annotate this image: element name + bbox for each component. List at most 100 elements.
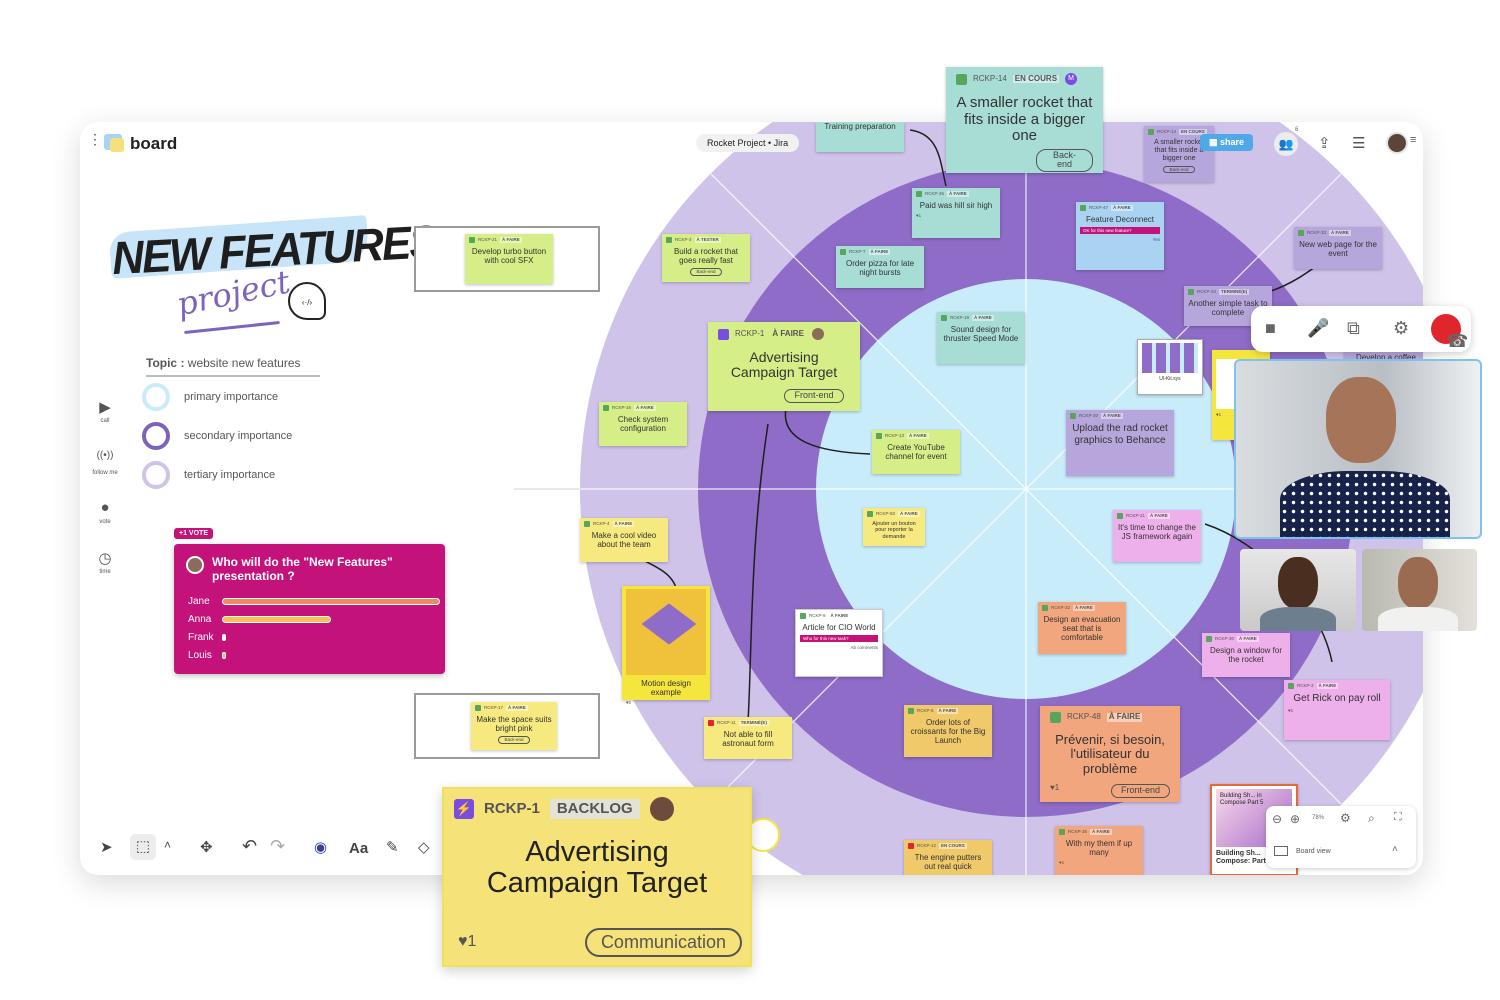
camera-icon[interactable]: ■ xyxy=(1265,318,1276,338)
jira-icon xyxy=(469,237,475,243)
legend-tertiary: tertiary importance xyxy=(142,461,275,489)
video-participant-3[interactable] xyxy=(1362,549,1477,631)
jira-icon xyxy=(800,613,806,619)
note-ui-kit[interactable]: UI-Kit.sys xyxy=(1137,339,1203,395)
zoom-in-button[interactable]: ⊕ xyxy=(1290,812,1301,826)
likes-count: ♥1 xyxy=(1216,412,1222,417)
redo-button[interactable]: ↷ xyxy=(270,836,286,856)
fullscreen-icon[interactable]: ⛶ xyxy=(1394,811,1402,823)
vote-yes[interactable]: Yes xyxy=(1152,237,1160,243)
note-motion-design[interactable]: Motion design example♥1 xyxy=(622,586,710,705)
app-name: board xyxy=(130,134,178,153)
avatar[interactable] xyxy=(1386,132,1408,154)
gear-icon[interactable]: ⚙ xyxy=(1340,811,1351,825)
pen-tool[interactable]: ✎ xyxy=(386,839,399,856)
note-training[interactable]: Training preparation xyxy=(816,122,904,152)
jira-icon xyxy=(1070,413,1076,419)
call-button[interactable]: ▶call xyxy=(90,398,120,424)
jira-icon xyxy=(1050,712,1061,723)
video-participant-2[interactable] xyxy=(1240,549,1356,631)
phone-icon: ☎ xyxy=(1446,331,1469,351)
settings-sliders-icon[interactable]: ☰ xyxy=(1352,135,1366,152)
isometric-screen xyxy=(641,603,697,645)
undo-button[interactable]: ↶ xyxy=(242,836,258,856)
vote-card[interactable]: Who will do the "New Features" presentat… xyxy=(174,544,445,674)
board-view-panel[interactable]: ⊖ ⊕ 78% ⚙ ⌕ ⛶ Board view ˄ xyxy=(1266,806,1416,868)
avatar: M xyxy=(1065,73,1078,85)
board-view-icon xyxy=(1274,846,1288,856)
chevron-up-icon[interactable]: ˄ xyxy=(1392,844,1398,855)
zoom-out-button[interactable]: ⊖ xyxy=(1272,812,1283,826)
participants-button[interactable]: 👥 xyxy=(1274,132,1298,156)
legend-label: tertiary importance xyxy=(184,469,276,481)
vote-bar xyxy=(222,634,226,641)
vote-option-frank[interactable]: Frank xyxy=(188,632,226,643)
color-picker[interactable]: ◉ xyxy=(314,839,328,856)
share-button[interactable]: ▦ share xyxy=(1200,134,1254,151)
jira-icon xyxy=(908,843,914,849)
status-badge: BACKLOG xyxy=(549,799,640,819)
category-pill[interactable]: Communication xyxy=(584,928,742,957)
move-tool[interactable]: ✥ xyxy=(200,839,213,856)
jira-icon xyxy=(475,705,481,711)
video-main-participant[interactable] xyxy=(1234,359,1482,539)
breadcrumb[interactable]: Rocket Project • Jira xyxy=(696,134,800,152)
chevron-up-icon[interactable]: ˄ xyxy=(164,838,172,852)
gear-icon[interactable]: ⚙ xyxy=(1393,318,1410,338)
jira-icon xyxy=(603,405,609,411)
head-icon: ‹·/› xyxy=(288,282,326,320)
app-menu-icon[interactable]: ⋮ xyxy=(88,131,102,147)
vote-option-louis[interactable]: Louis xyxy=(188,650,226,661)
vote-option-jane[interactable]: Jane xyxy=(188,596,440,607)
hang-up-button[interactable]: ☎ xyxy=(1431,314,1468,351)
upload-icon[interactable]: ⇪ xyxy=(1318,135,1331,152)
account-menu-icon[interactable]: ≡ xyxy=(1410,134,1417,146)
shape-tool[interactable]: ◇ xyxy=(418,839,430,856)
select-tool[interactable]: ➤ xyxy=(100,839,113,856)
vote-option-anna[interactable]: Anna xyxy=(188,614,331,625)
area-select-tool[interactable]: ⬚ xyxy=(130,834,156,860)
participant-shirt xyxy=(1378,607,1458,631)
screen-share-icon[interactable]: ⧉ xyxy=(1347,318,1360,338)
search-icon[interactable]: ⌕ xyxy=(1368,811,1375,825)
comment-bar[interactable]: OK for this new feature? xyxy=(1080,227,1160,235)
jira-icon xyxy=(941,315,947,321)
whiteboard-canvas[interactable]: ⋮ board Rocket Project • Jira NEW FEATUR… xyxy=(80,122,1423,875)
text-tool[interactable]: Aa xyxy=(349,840,369,857)
follow-me-button[interactable]: ((•))follow me xyxy=(90,450,120,476)
comment-bar[interactable]: Who for this new task? xyxy=(800,635,878,643)
microphone-icon[interactable]: 🎤 xyxy=(1307,318,1330,338)
vote-button[interactable]: ●vote xyxy=(90,499,120,525)
featured-note-advertising[interactable]: ⚡ RCKP-1 BACKLOG Advertising Campaign Ta… xyxy=(442,787,752,967)
legend-primary: primary importance xyxy=(142,383,278,411)
participants-count: 6 xyxy=(1295,127,1299,133)
legend-ring-primary xyxy=(142,383,170,411)
timer-button[interactable]: ◷time xyxy=(90,549,120,575)
